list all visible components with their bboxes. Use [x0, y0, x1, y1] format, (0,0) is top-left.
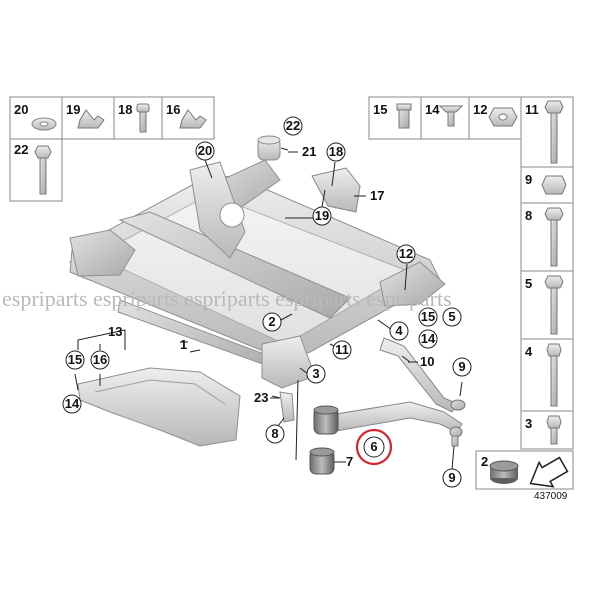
- svg-text:23: 23: [254, 390, 268, 405]
- legend-bottom-right: 2 437009: [475, 450, 574, 502]
- legend-label-8: 8: [525, 208, 532, 223]
- callout-13: 13: [108, 324, 122, 339]
- svg-text:16: 16: [93, 352, 107, 367]
- bolt-icon: [544, 100, 564, 164]
- legend-label-5: 5: [525, 276, 532, 291]
- push-clip-icon: [438, 105, 464, 127]
- callout-9: 9: [452, 357, 472, 377]
- hex-nut-icon: [488, 107, 518, 127]
- thrust-rod: [379, 337, 459, 413]
- callout-12: 12: [396, 244, 416, 264]
- legend-right-column: 9 8 5 4 3: [520, 166, 574, 450]
- clip-nut-icon: [179, 109, 207, 129]
- bolt-icon: [544, 207, 564, 267]
- callout-18: 18: [326, 142, 346, 162]
- legend-label-12: 12: [473, 102, 487, 117]
- svg-text:14: 14: [421, 331, 436, 346]
- direction-arrow-icon: [529, 456, 569, 488]
- bolt-icon: [136, 103, 150, 133]
- front-axle-subframe: [68, 159, 446, 389]
- svg-text:6: 6: [370, 439, 377, 454]
- svg-text:21: 21: [302, 144, 316, 159]
- legend-label-3: 3: [525, 416, 532, 431]
- svg-text:10: 10: [420, 354, 434, 369]
- underbody-guard: [77, 367, 241, 447]
- legend-label-16: 16: [166, 102, 180, 117]
- legend-label-2: 2: [481, 454, 488, 469]
- legend-top-right: 15 14 12 11: [368, 96, 574, 168]
- svg-text:1: 1: [180, 337, 187, 352]
- svg-text:13: 13: [108, 324, 122, 339]
- svg-text:9: 9: [448, 470, 455, 485]
- svg-text:7: 7: [346, 454, 353, 469]
- svg-text:14: 14: [65, 396, 80, 411]
- callouts: 22 21 20 18 17 19 12 2 4 15 5 14 1 11 10…: [62, 116, 472, 488]
- legend-label-15: 15: [373, 102, 387, 117]
- callout-3: 3: [306, 364, 326, 384]
- callout-15b: 15: [65, 350, 85, 370]
- svg-text:9: 9: [458, 359, 465, 374]
- callout-8: 8: [265, 424, 285, 444]
- engine-mount: [257, 135, 281, 161]
- svg-text:19: 19: [315, 208, 329, 223]
- legend-label-4: 4: [525, 344, 533, 359]
- legend-label-19: 19: [66, 102, 80, 117]
- callout-14b: 14: [62, 394, 82, 414]
- rubber-buffer-icon: [489, 460, 519, 484]
- rubber-bushing: [309, 447, 335, 475]
- callout-19: 19: [312, 206, 332, 226]
- callout-11: 11: [332, 340, 352, 360]
- callout-6-highlighted: 6: [355, 428, 393, 466]
- svg-text:15: 15: [421, 309, 435, 324]
- svg-text:5: 5: [448, 309, 455, 324]
- svg-text:2: 2: [268, 314, 275, 329]
- svg-text:18: 18: [329, 144, 343, 159]
- callout-7: 7: [336, 454, 353, 469]
- callout-5: 5: [442, 307, 462, 327]
- callout-2: 2: [262, 312, 282, 332]
- bolt-icon: [546, 343, 562, 407]
- callout-1: 1: [180, 337, 188, 352]
- svg-text:4: 4: [395, 323, 403, 338]
- clip-nut-icon: [77, 109, 105, 129]
- legend-label-11: 11: [525, 102, 539, 117]
- expansion-nut-icon: [396, 103, 412, 129]
- watermark: espriparts espriparts espriparts espripa…: [2, 286, 452, 311]
- wishbone-part-6: [313, 401, 463, 447]
- bolt-icon: [34, 145, 52, 195]
- svg-text:3: 3: [312, 366, 319, 381]
- legend-label-18: 18: [118, 102, 132, 117]
- leader-lines: [74, 147, 463, 471]
- svg-text:11: 11: [335, 342, 349, 357]
- diagram-number: 437009: [534, 491, 568, 502]
- callout-20: 20: [195, 141, 215, 161]
- legend-label-22: 22: [14, 142, 28, 157]
- svg-text:12: 12: [399, 246, 413, 261]
- legend-label-14: 14: [425, 102, 440, 117]
- callout-21: 21: [288, 144, 316, 159]
- mount-bracket: [311, 167, 361, 213]
- callout-9b: 9: [442, 468, 462, 488]
- callout-17: 17: [370, 188, 384, 203]
- callout-10: 10: [408, 354, 434, 369]
- svg-text:8: 8: [271, 426, 278, 441]
- callout-15: 15: [418, 307, 438, 327]
- callout-14: 14: [418, 329, 438, 349]
- svg-text:15: 15: [68, 352, 82, 367]
- legend-label-20: 20: [14, 102, 28, 117]
- svg-text:22: 22: [286, 118, 300, 133]
- callout-16: 16: [90, 350, 110, 370]
- svg-text:17: 17: [370, 188, 384, 203]
- callout-22: 22: [283, 116, 303, 136]
- callout-23: 23: [254, 390, 280, 405]
- bolt-icon: [544, 275, 564, 335]
- callout-4: 4: [389, 321, 409, 341]
- hex-nut-icon: [541, 175, 567, 195]
- small-bracket: [279, 391, 295, 423]
- bolt-icon: [546, 415, 562, 445]
- svg-text:20: 20: [198, 143, 212, 158]
- legend-top-left: 20 19 18 16 22: [9, 96, 215, 202]
- legend-label-9: 9: [525, 172, 532, 187]
